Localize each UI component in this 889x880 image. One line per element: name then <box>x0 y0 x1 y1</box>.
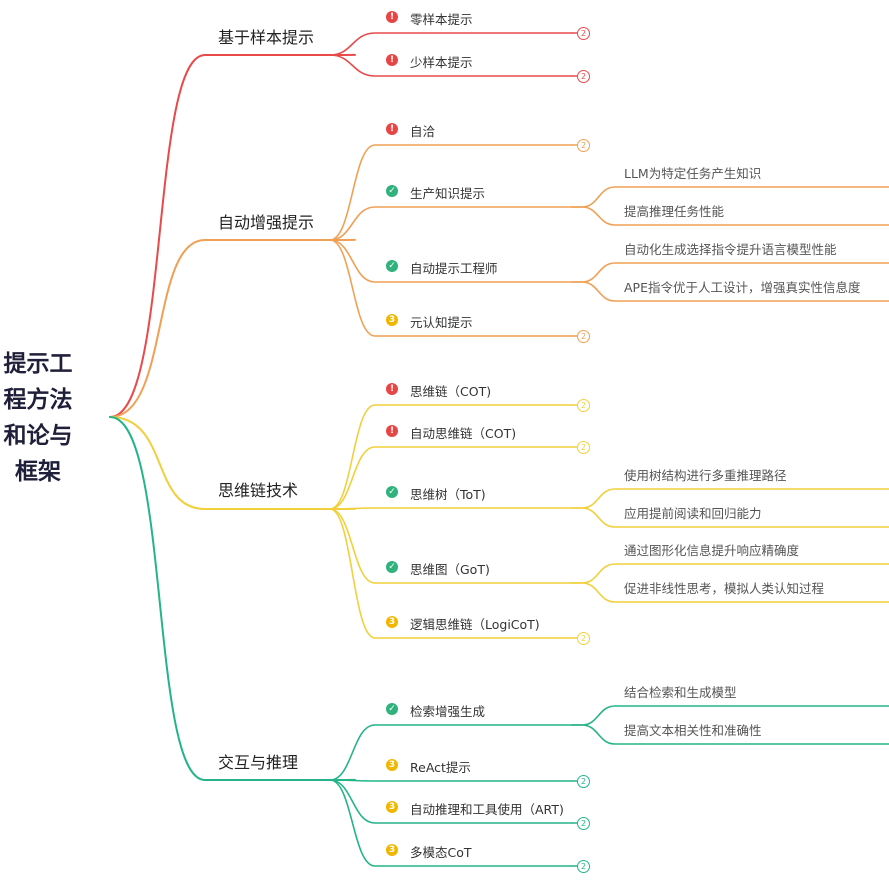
item-connector <box>329 144 573 241</box>
root-line: 框架 <box>15 459 61 485</box>
item-connector <box>329 32 573 56</box>
item-label[interactable]: 检索增强生成 <box>410 704 486 719</box>
leaf-label[interactable]: 通过图形化信息提升响应精确度 <box>624 543 800 558</box>
branch-label[interactable]: 自动增强提示 <box>218 213 315 232</box>
collapse-count-badge[interactable]: 2 <box>577 399 590 412</box>
exclamation-icon: ! <box>386 383 398 395</box>
item-connector <box>329 779 573 867</box>
item-connector <box>329 206 573 241</box>
item-label[interactable]: 零样本提示 <box>410 12 473 27</box>
item-connector <box>329 239 573 283</box>
leaf-label[interactable]: 应用提前阅读和回归能力 <box>624 506 762 521</box>
branch-label[interactable]: 交互与推理 <box>218 753 299 772</box>
collapse-count-badge[interactable]: 2 <box>577 70 590 83</box>
item-connector <box>329 446 573 510</box>
branch-label[interactable]: 思维链技术 <box>218 481 299 500</box>
item-connector <box>329 508 573 639</box>
check-icon: ✓ <box>386 260 398 272</box>
item-label[interactable]: 逻辑思维链（LogiCoT) <box>410 617 540 632</box>
collapse-count-badge[interactable]: 2 <box>577 632 590 645</box>
collapse-count-badge[interactable]: 2 <box>577 860 590 873</box>
branch-connector <box>109 53 356 418</box>
three-icon: 3 <box>386 844 398 856</box>
collapse-count-badge[interactable]: 2 <box>577 441 590 454</box>
three-icon: 3 <box>386 314 398 326</box>
leaf-connector <box>571 206 889 226</box>
root-line: 提示工 <box>3 351 73 377</box>
branch-label[interactable]: 基于样本提示 <box>218 28 315 47</box>
collapse-count-badge[interactable]: 2 <box>577 27 590 40</box>
exclamation-icon: ! <box>386 11 398 23</box>
exclamation-icon: ! <box>386 54 398 66</box>
leaf-connector <box>571 186 889 208</box>
leaf-label[interactable]: 促进非线性思考，模拟人类认知过程 <box>624 581 825 596</box>
item-label[interactable]: 思维树（ToT) <box>410 487 486 502</box>
check-icon: ✓ <box>386 185 398 197</box>
three-icon: 3 <box>386 616 398 628</box>
item-label[interactable]: 元认知提示 <box>410 315 473 330</box>
exclamation-icon: ! <box>386 123 398 135</box>
collapse-count-badge[interactable]: 2 <box>577 330 590 343</box>
item-connector <box>329 507 573 510</box>
branch-connector <box>109 416 356 781</box>
item-label[interactable]: 自动思维链（COT) <box>410 426 517 441</box>
three-icon: 3 <box>386 801 398 813</box>
leaf-label[interactable]: 使用树结构进行多重推理路径 <box>624 468 787 483</box>
leaf-label[interactable]: 提高推理任务性能 <box>624 204 725 219</box>
item-connector <box>329 404 573 510</box>
item-connector <box>329 724 573 781</box>
collapse-count-badge[interactable]: 2 <box>577 817 590 830</box>
check-icon: ✓ <box>386 486 398 498</box>
collapse-count-badge[interactable]: 2 <box>577 775 590 788</box>
leaf-connector <box>571 724 889 745</box>
item-label[interactable]: 多模态CoT <box>410 845 472 860</box>
item-connector <box>329 779 573 824</box>
leaf-connector <box>571 582 889 603</box>
leaf-label[interactable]: 自动化生成选择指令提升语言模型性能 <box>624 242 837 257</box>
item-label[interactable]: 生产知识提示 <box>410 186 486 201</box>
item-label[interactable]: 自洽 <box>410 124 436 139</box>
exclamation-icon: ! <box>386 425 398 437</box>
three-icon: 3 <box>386 759 398 771</box>
item-label[interactable]: 思维图（GoT) <box>410 562 490 577</box>
item-label[interactable]: ReAct提示 <box>410 760 471 775</box>
leaf-label[interactable]: 提高文本相关性和准确性 <box>624 723 762 738</box>
leaf-label[interactable]: LLM为特定任务产生知识 <box>624 166 762 181</box>
item-label[interactable]: 自动推理和工具使用（ART) <box>410 802 564 817</box>
leaf-label[interactable]: 结合检索和生成模型 <box>624 685 737 700</box>
check-icon: ✓ <box>386 703 398 715</box>
item-label[interactable]: 少样本提示 <box>410 55 473 70</box>
leaf-connector <box>571 507 889 528</box>
item-connector <box>329 54 573 77</box>
collapse-count-badge[interactable]: 2 <box>577 139 590 152</box>
item-label[interactable]: 思维链（COT) <box>410 384 492 399</box>
leaf-connector <box>571 281 889 302</box>
root-line: 和论与 <box>3 423 73 449</box>
item-label[interactable]: 自动提示工程师 <box>410 261 498 276</box>
item-connector <box>329 779 573 782</box>
root-topic[interactable]: 提示工 程方法 和论与 框架 <box>0 346 76 490</box>
root-line: 程方法 <box>3 387 73 413</box>
check-icon: ✓ <box>386 561 398 573</box>
item-connector <box>329 508 573 584</box>
leaf-label[interactable]: APE指令优于人工设计，增强真实性信息度 <box>624 280 861 295</box>
item-connector <box>329 239 573 337</box>
branch-connector <box>109 238 356 418</box>
